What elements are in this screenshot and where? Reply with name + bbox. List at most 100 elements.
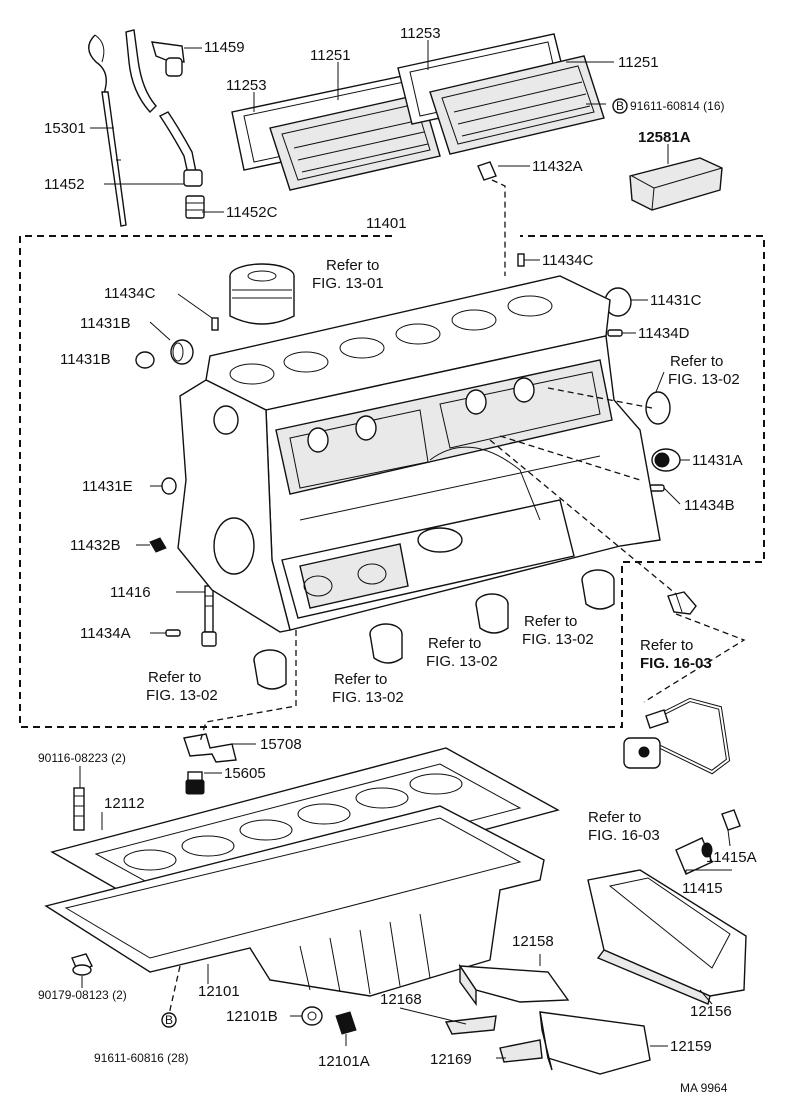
label-91611-60816: 91611-60816 (28): [94, 1051, 189, 1065]
plug-11431B-a: [170, 339, 194, 365]
cylinder-block: [177, 275, 661, 633]
stud-11416: [201, 585, 217, 647]
label-12158: 12158: [512, 933, 554, 950]
refer-label-4-line1: Refer to: [428, 635, 481, 652]
label-15708: 15708: [260, 736, 302, 753]
refer-label-8-line1: Refer to: [588, 809, 641, 826]
baffle-12169: [499, 1039, 543, 1063]
refer-label-7-line1: Refer to: [640, 637, 693, 654]
label-11434C-right: 11434C: [542, 252, 594, 269]
insulator-part: [629, 157, 723, 211]
stiffening-plate-12156: [587, 869, 747, 1005]
refer-label-5-line2: FIG. 13-02: [332, 689, 404, 706]
label-90179-08123: 90179-08123 (2): [38, 988, 127, 1002]
refer-label-1-line1: Refer to: [326, 257, 379, 274]
label-11431E: 11431E: [82, 478, 133, 495]
piston: [229, 263, 295, 325]
label-12581A: 12581A: [638, 129, 691, 146]
label-12112: 12112: [104, 795, 145, 812]
label-12101B: 12101B: [226, 1008, 278, 1025]
label-11432B: 11432B: [70, 537, 121, 554]
label-11415: 11415: [682, 880, 723, 897]
refer-label-6-line2: FIG. 13-02: [146, 687, 218, 704]
plug-11432A: [477, 161, 497, 181]
oil-level-gauge-guide: [125, 29, 203, 187]
label-11434C-left: 11434C: [104, 285, 156, 302]
refer-label-2-line1: Refer to: [670, 353, 723, 370]
leader-lines: [79, 40, 732, 1059]
label-11431B-2: 11431B: [60, 351, 111, 368]
plug-11431A: [651, 448, 681, 472]
drain-plug-gasket: [301, 1006, 323, 1026]
pin-11434A: [165, 629, 181, 637]
refer-label-1-line2: FIG. 13-01: [312, 275, 384, 292]
guide-clamp: [151, 41, 185, 77]
label-11253-left: 11253: [226, 77, 267, 94]
oil-pan: [44, 805, 545, 997]
callout-labels: 11459 15301 11452 11452C 11251 11253 112…: [38, 25, 757, 1070]
pin-11434C-left: [211, 317, 219, 331]
label-12169: 12169: [430, 1051, 472, 1068]
diagram-code: MA 9964: [680, 1081, 728, 1095]
label-11253-top: 11253: [400, 25, 441, 42]
label-11434B: 11434B: [684, 497, 735, 514]
bearing-b: [475, 593, 509, 634]
bolt-mark-top: B: [612, 98, 628, 114]
oil-level-gauge: [88, 34, 127, 227]
reference-labels: Refer to FIG. 13-01 Refer to FIG. 13-02 …: [146, 257, 740, 844]
label-11431A: 11431A: [692, 452, 743, 469]
label-11452C: 11452C: [226, 204, 278, 221]
label-12159: 12159: [670, 1038, 712, 1055]
gasket-11415A: [721, 809, 741, 831]
refer-label-4-line2: FIG. 13-02: [426, 653, 498, 670]
nut-90179: [71, 953, 93, 976]
label-11431B-1: 11431B: [80, 315, 131, 332]
dashed-reference-lines: [169, 179, 746, 1020]
union-bolt-fitting: [667, 591, 697, 615]
label-11452: 11452: [44, 176, 85, 193]
bracket-15708: [183, 733, 237, 763]
refer-label-2-line2: FIG. 13-02: [668, 371, 740, 388]
baffle-12159: [539, 1011, 651, 1075]
relief-valve-11415: [675, 837, 713, 875]
baffle-12158: [458, 963, 570, 1007]
pin-11434D: [607, 329, 623, 337]
label-11459: 11459: [204, 39, 245, 56]
label-11432A: 11432A: [532, 158, 583, 175]
baffle-12168: [444, 1015, 497, 1035]
refer-label-5-line1: Refer to: [334, 671, 387, 688]
label-11434D: 11434D: [638, 325, 690, 342]
label-11431C: 11431C: [650, 292, 702, 309]
side-cover-right: [429, 55, 605, 155]
refer-label-3-line1: Refer to: [524, 613, 577, 630]
bearing-d: [253, 649, 287, 690]
refer-label-6-line1: Refer to: [148, 669, 201, 686]
stud-bolt-90116: [73, 787, 85, 831]
side-cover-left: [269, 93, 441, 191]
cap-refer-13-02: [645, 391, 671, 425]
cylinder-block-assembly-boundary: [19, 235, 765, 728]
label-15605: 15605: [224, 765, 266, 782]
bolt-mark-letter: B: [616, 99, 624, 113]
label-15301: 15301: [44, 120, 86, 137]
pin-11434C-right: [517, 253, 525, 267]
label-91611-60814: 91611-60814 (16): [630, 99, 725, 113]
label-11251-right: 11251: [618, 54, 659, 71]
drain-plug: [335, 1011, 357, 1035]
plug-11432B: [149, 537, 167, 553]
label-12101: 12101: [198, 983, 240, 1000]
bearing-a: [581, 569, 615, 610]
label-12168: 12168: [380, 991, 422, 1008]
label-11416: 11416: [110, 584, 151, 601]
plug-11431E: [161, 477, 177, 495]
label-11401: 11401: [366, 215, 407, 232]
bearing-c: [369, 623, 403, 664]
label-12101A: 12101A: [318, 1053, 370, 1070]
bolt-mark-letter: B: [165, 1013, 173, 1027]
label-11251-left: 11251: [310, 47, 351, 64]
label-90116-08223: 90116-08223 (2): [38, 751, 126, 765]
refer-label-8-line2: FIG. 16-03: [588, 827, 660, 844]
bolt-mark-bottom: B: [161, 1012, 177, 1028]
label-11415A: 11415A: [706, 849, 757, 866]
